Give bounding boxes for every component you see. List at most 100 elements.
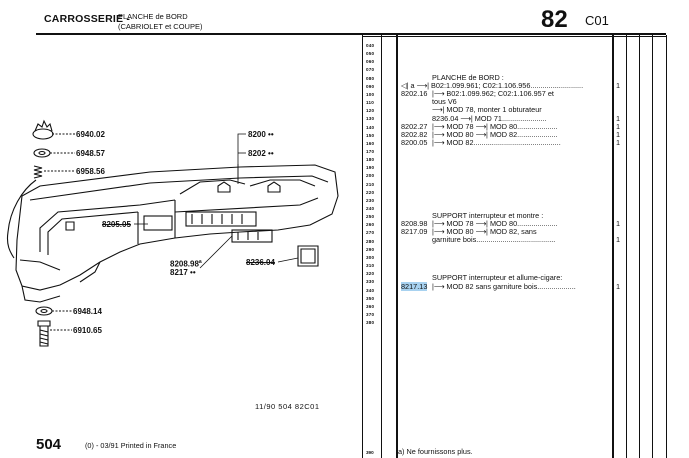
line-number: 260	[366, 222, 375, 228]
part-number: 8208.98	[170, 259, 199, 269]
column-divider	[362, 35, 363, 458]
column-divider	[381, 35, 382, 458]
line-number: 320	[366, 271, 375, 277]
entry-description: 8236.04 ⟶| MOD 71......................	[432, 114, 547, 123]
line-number: 350	[366, 295, 375, 301]
line-number: 250	[366, 214, 375, 220]
document-code: 11/90 504 82C01	[255, 402, 320, 411]
entry-quantity: 1	[616, 282, 621, 291]
part-label-8202: 8202 ••	[248, 149, 274, 158]
part-number: 8202	[248, 149, 266, 158]
line-number: 390	[366, 450, 374, 455]
line-number: 040	[366, 43, 375, 48]
entry-quantity: 1	[616, 122, 621, 131]
part-label-8205-05: 8205.05	[102, 220, 131, 229]
line-number: 240	[366, 206, 375, 211]
entry-description: ⟶| MOD 78, monter 1 obturateur	[432, 105, 542, 114]
line-number: 200	[366, 173, 375, 179]
line-number: 300	[366, 254, 375, 260]
entry-reference: 8202.82	[401, 130, 428, 139]
line-number: 380	[366, 320, 375, 326]
line-number: 090	[366, 83, 375, 89]
entry-description: garniture bois..........................…	[432, 235, 556, 244]
line-number: 280	[366, 238, 375, 244]
entry-description: PLANCHE de BORD :	[432, 73, 504, 82]
entry-quantity: 1	[616, 81, 621, 90]
line-number: 220	[366, 189, 375, 195]
part-label-8208-98: 8208.98a	[170, 259, 202, 269]
line-number: 310	[366, 263, 375, 269]
line-number: 060	[366, 59, 375, 65]
entry-reference: 8202.27	[401, 122, 428, 131]
line-number: 230	[366, 197, 375, 203]
entry-description: |⟶ B02:1.099.962; C02:1.106.957 et	[432, 89, 554, 98]
page-number: 82	[541, 6, 568, 33]
line-number: 360	[366, 303, 375, 309]
header-rule	[36, 33, 666, 35]
entry-description: tous V6	[432, 97, 457, 106]
subtitle-line-1: PLANCHE de BORD	[118, 12, 188, 21]
part-mark: ••	[268, 149, 274, 158]
line-number: 160	[366, 140, 375, 146]
column-divider	[652, 35, 653, 458]
line-number: 120	[366, 108, 375, 114]
line-number: 140	[366, 124, 375, 130]
line-number: 150	[366, 132, 375, 138]
column-divider	[612, 35, 614, 458]
page-code: C01	[585, 13, 609, 28]
line-number: 070	[366, 67, 375, 73]
entry-description: |⟶ MOD 78 ⟶| MOD 80....................	[432, 219, 558, 228]
model-number: 504	[36, 436, 62, 453]
part-mark: ••	[190, 268, 196, 277]
entry-reference: 8202.16	[401, 89, 428, 98]
part-number: 8200	[248, 130, 266, 139]
entry-quantity: 1	[616, 219, 621, 228]
entry-description: SUPPORT interrupteur et allume-cigare:	[432, 273, 563, 282]
part-label-8200: 8200 ••	[248, 130, 274, 139]
entry-reference: 8200.05	[401, 138, 428, 147]
line-number: 180	[366, 157, 375, 163]
entry-quantity: 1	[616, 235, 621, 244]
part-mark: ••	[268, 130, 274, 139]
entry-description: ◁| a ⟶| B02:1.099.961; C02:1.106.956....…	[401, 81, 584, 90]
column-divider	[666, 35, 667, 458]
part-label-6940-02: 6940.02	[76, 130, 105, 139]
section-subtitle: PLANCHE de BORD (CABRIOLET et COUPE)	[118, 12, 202, 32]
footnote: a) Ne fournissons plus.	[398, 447, 473, 456]
part-mark: a	[198, 259, 202, 265]
part-label-6948-14: 6948.14	[73, 307, 102, 316]
part-label-6910-65: 6910.65	[73, 326, 102, 335]
column-divider	[396, 35, 398, 458]
part-number: 8217	[170, 268, 188, 277]
entry-description: SUPPORT interrupteur et montre :	[432, 211, 544, 220]
subtitle-line-2: (CABRIOLET et COUPE)	[118, 22, 203, 31]
entry-quantity: 1	[616, 130, 621, 139]
entry-description: |⟶ MOD 82...............................…	[432, 138, 561, 147]
part-label-8236-04: 8236.04	[246, 258, 275, 267]
header-rule-right	[362, 36, 666, 37]
column-divider	[639, 35, 640, 458]
print-info: (0) - 03/91 Printed in France	[85, 441, 177, 450]
entry-description: |⟶ MOD 78 ⟶| MOD 80....................	[432, 122, 558, 131]
line-number: 170	[366, 148, 375, 154]
line-number: 190	[366, 165, 375, 171]
part-label-6958-56: 6958.56	[76, 167, 105, 176]
section-title: CARROSSERIE -	[44, 13, 131, 25]
entry-description: |⟶ MOD 82 sans garniture bois...........…	[432, 282, 576, 291]
line-number: 270	[366, 230, 375, 236]
entry-reference: 8217.09	[401, 227, 428, 236]
part-label-8217: 8217 ••	[170, 268, 196, 277]
line-number: 330	[366, 279, 375, 285]
line-number: 100	[366, 91, 375, 97]
line-number: 050	[366, 51, 375, 57]
entry-reference: 8217.13	[401, 282, 428, 291]
line-number: 290	[366, 246, 375, 252]
line-number: 110	[366, 100, 375, 106]
entry-reference: 8208.98	[401, 219, 428, 228]
line-number: 080	[366, 75, 375, 81]
entry-quantity: 1	[616, 114, 621, 123]
entry-description: |⟶ MOD 80 ⟶| MOD 82, sans	[432, 227, 537, 236]
line-number: 340	[366, 287, 375, 293]
line-number: 130	[366, 116, 375, 122]
